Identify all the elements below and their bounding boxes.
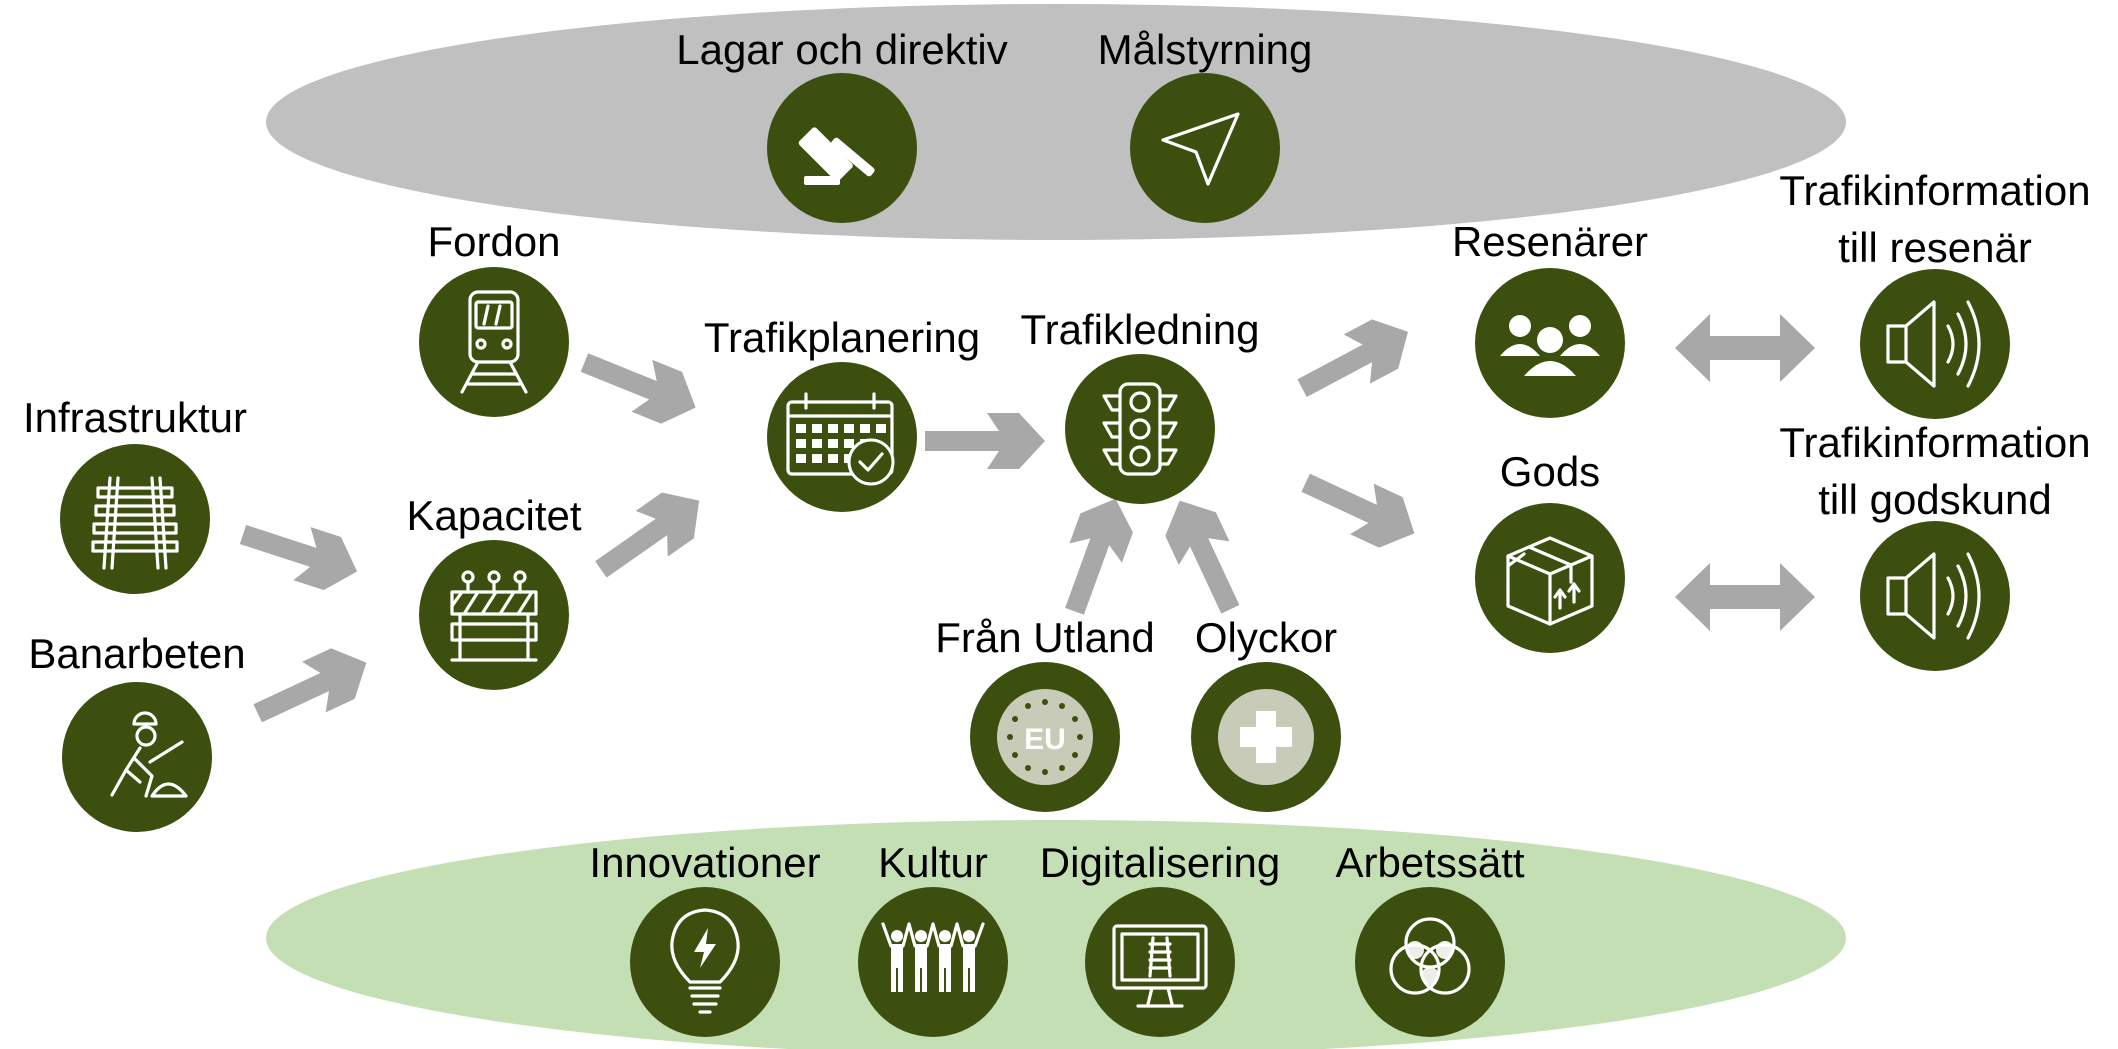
package-box-icon [1475, 503, 1625, 653]
venn-circles-icon [1355, 887, 1505, 1037]
construction-worker-icon [62, 682, 212, 832]
arrow-infrastruktur-kapacitet [234, 507, 366, 599]
speaker-icon [1860, 521, 2010, 671]
label-fran-utland: Från Utland [935, 614, 1154, 661]
label-olyckor: Olyckor [1195, 614, 1337, 661]
label-info-godskund-1: Trafikinformation [1779, 419, 2090, 466]
arrow-olyckor-trafikledning [1154, 488, 1256, 622]
label-trafikplanering: Trafikplanering [704, 314, 980, 361]
label-resenarer: Resenärer [1452, 218, 1648, 265]
people-cheering-icon [858, 887, 1008, 1037]
label-kultur: Kultur [878, 839, 988, 886]
top-band [266, 4, 1846, 240]
gavel-icon [767, 73, 917, 223]
arrow-banarbeten-kapacitet [245, 637, 379, 739]
road-barrier-icon [419, 540, 569, 690]
arrow-kapacitet-trafikplanering [584, 477, 716, 593]
label-arbetssatt: Arbetssätt [1335, 839, 1524, 886]
label-infrastruktur: Infrastruktur [23, 394, 247, 441]
label-innovationer: Innovationer [589, 839, 820, 886]
label-digitalisering: Digitalisering [1040, 839, 1280, 886]
monitor-rail-icon [1085, 887, 1235, 1037]
label-info-resenar-2: till resenär [1838, 224, 2032, 271]
label-gods: Gods [1500, 448, 1600, 495]
arrow-trafikplanering-trafikledning [925, 413, 1045, 469]
flow-arrows [234, 307, 1815, 739]
navigation-arrow-icon [1130, 73, 1280, 223]
calendar-check-icon [767, 362, 917, 512]
label-trafikledning: Trafikledning [1021, 306, 1260, 353]
traffic-light-icon [1065, 354, 1215, 504]
people-group-icon [1475, 268, 1625, 418]
lightbulb-icon [630, 887, 780, 1037]
rail-track-icon [60, 444, 210, 594]
label-info-godskund-2: till godskund [1818, 476, 2051, 523]
arrow-utland-trafikledning [1048, 489, 1142, 621]
arrow-trafikledning-resenarer [1288, 307, 1422, 413]
medical-cross-icon [1191, 662, 1341, 812]
arrow-trafikledning-gods [1293, 457, 1427, 559]
label-fordon: Fordon [427, 218, 560, 265]
eu-flag-icon: EU [970, 662, 1120, 812]
label-malstyrning: Målstyrning [1098, 26, 1313, 73]
arrow-fordon-trafikplanering [573, 336, 707, 434]
label-kapacitet: Kapacitet [406, 492, 581, 539]
double-arrow-gods [1675, 563, 1815, 631]
label-lagar: Lagar och direktiv [676, 26, 1008, 73]
train-icon [419, 267, 569, 417]
label-info-resenar-1: Trafikinformation [1779, 167, 2090, 214]
speaker-icon [1860, 269, 2010, 419]
label-banarbeten: Banarbeten [28, 630, 245, 677]
double-arrow-resenarer [1675, 314, 1815, 382]
eu-badge-text: EU [1024, 723, 1066, 756]
